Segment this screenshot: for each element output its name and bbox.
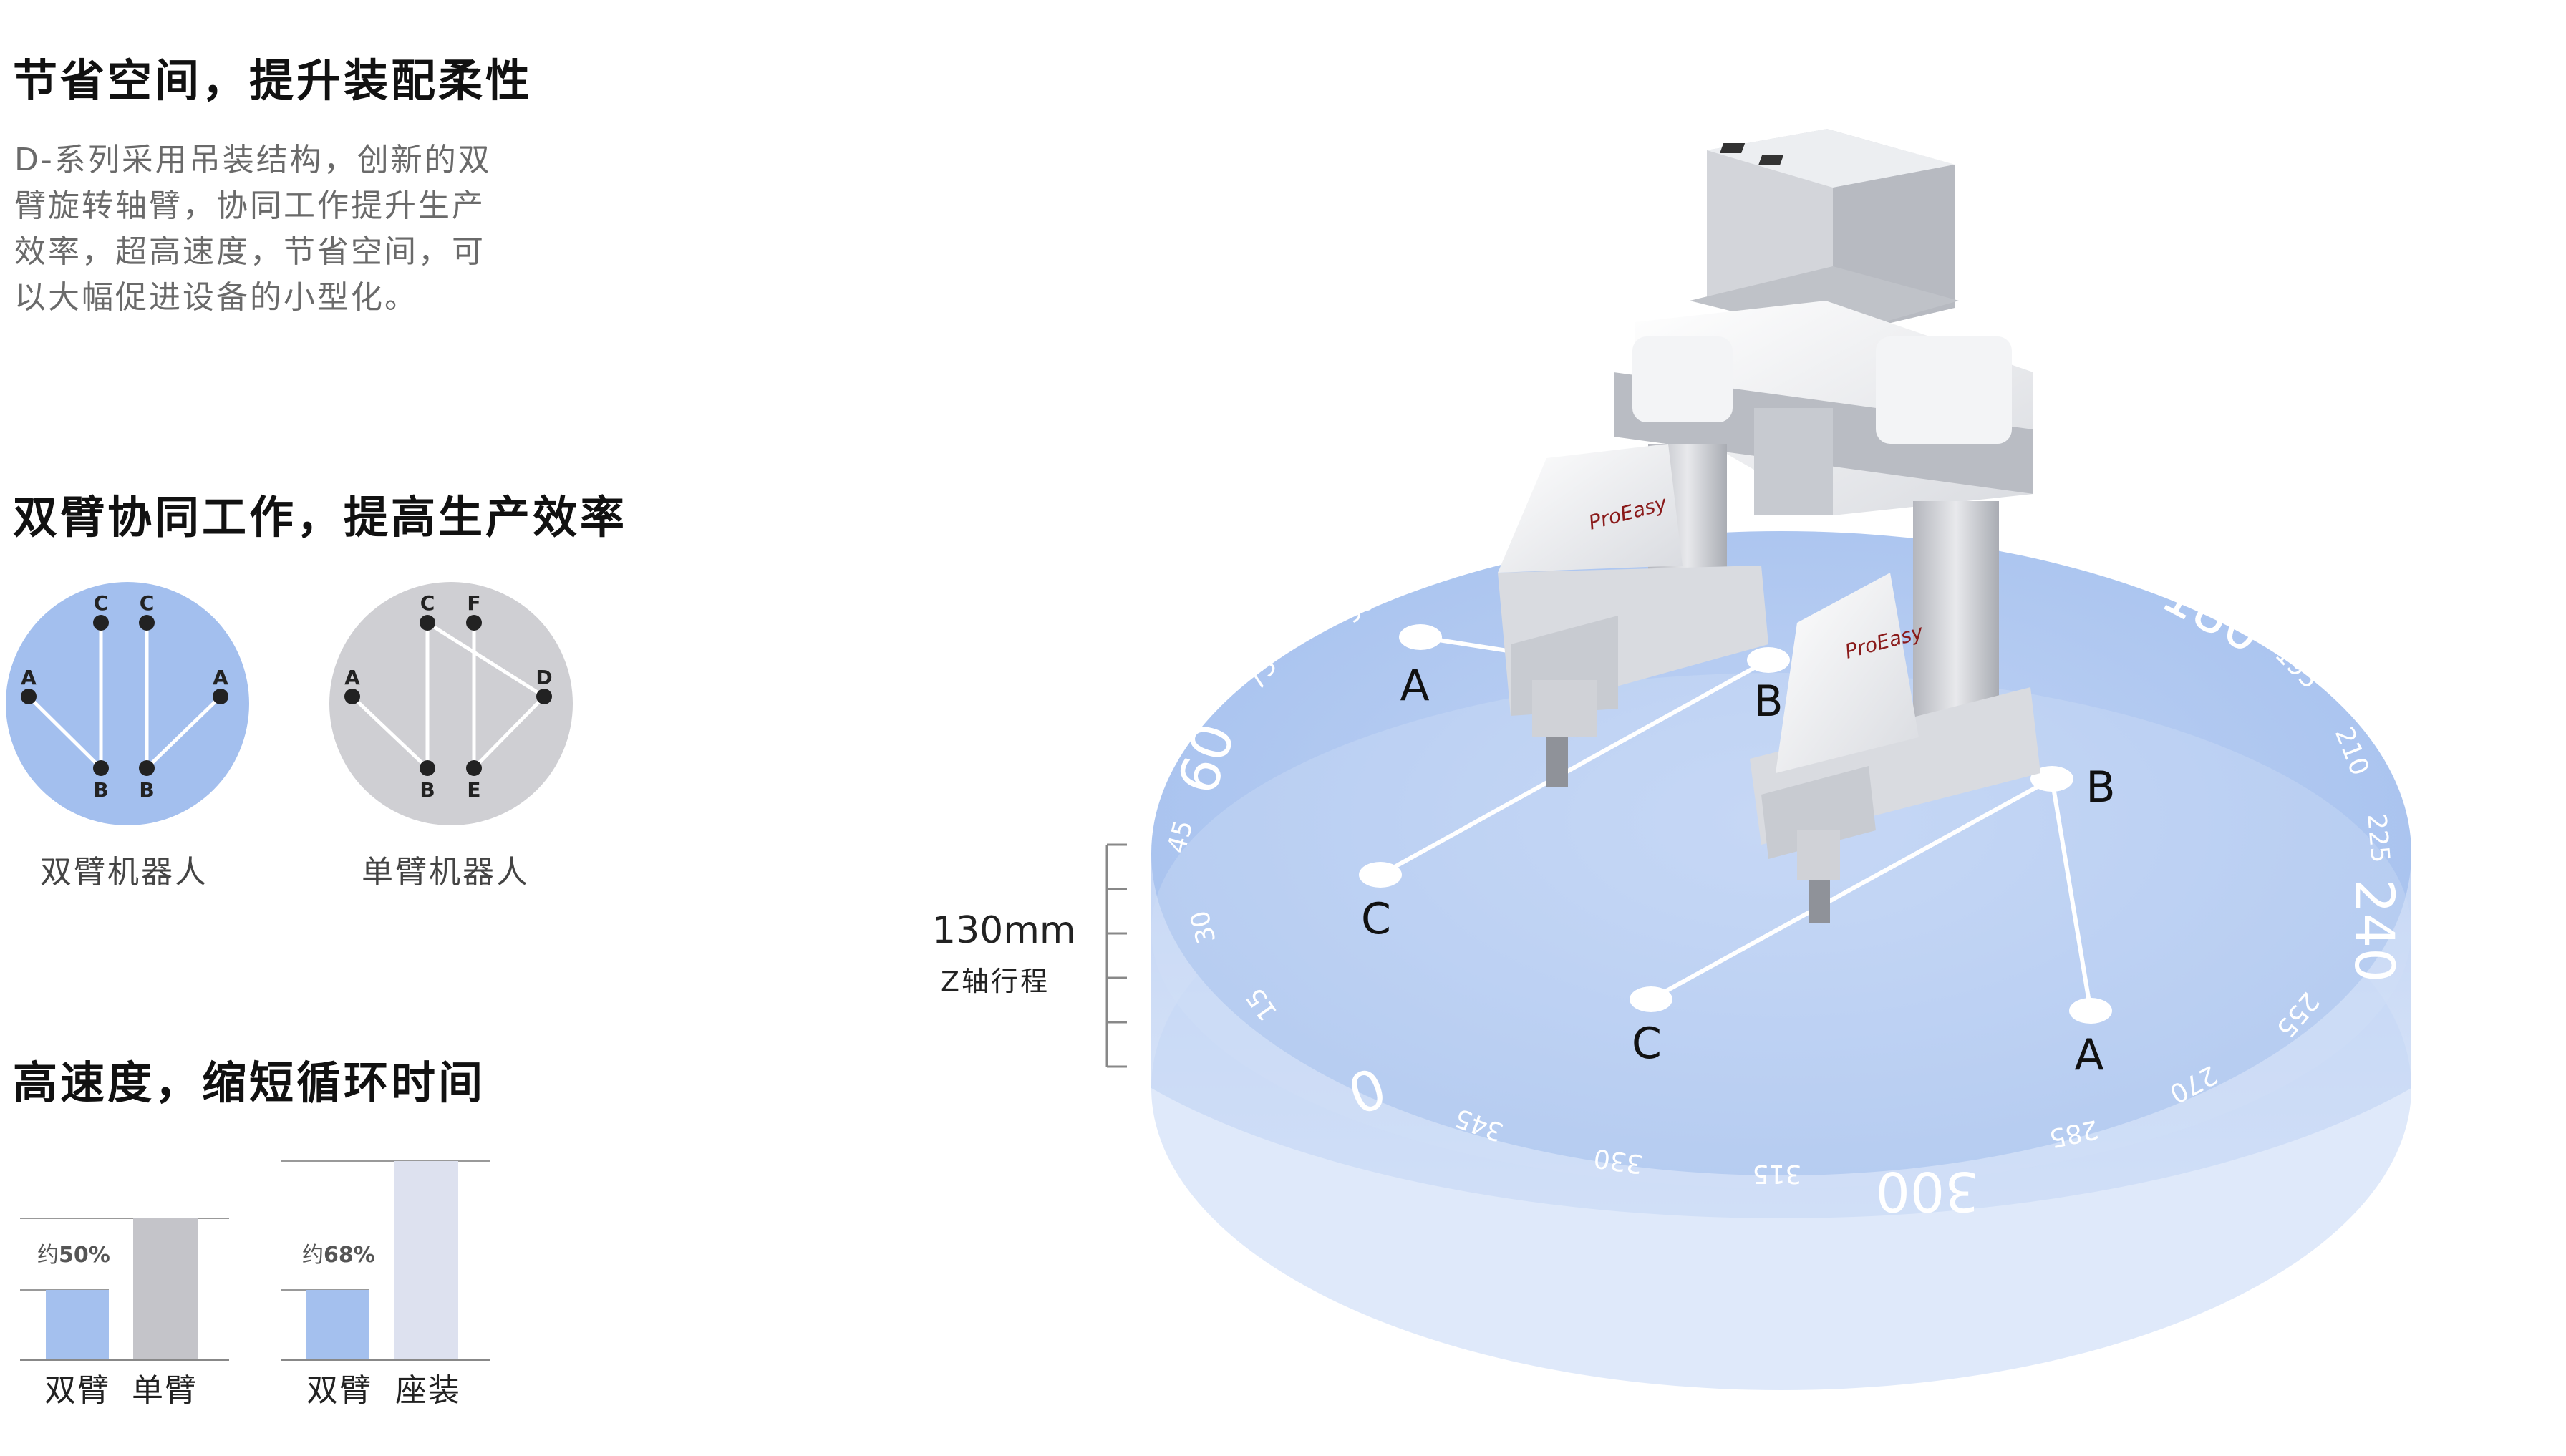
section-title-dual-arm: 双臂协同工作，提高生产效率 bbox=[13, 491, 628, 543]
point-label: B bbox=[2086, 762, 2115, 812]
point-label: A bbox=[2074, 1030, 2103, 1080]
bar-mounted bbox=[394, 1161, 458, 1360]
single-arm-diagram: C F A D B E bbox=[329, 582, 573, 825]
bar-dual bbox=[46, 1290, 109, 1360]
point-label: A bbox=[213, 666, 228, 689]
percent-label-68: 约68% bbox=[302, 1243, 375, 1268]
point-label: D bbox=[536, 666, 552, 689]
point-label: E bbox=[467, 778, 480, 802]
single-arm-circle bbox=[329, 582, 573, 825]
z-axis-ruler bbox=[1105, 843, 1127, 1068]
point-label: A bbox=[344, 666, 360, 689]
bar-label: 单臂 bbox=[132, 1372, 198, 1409]
percent-label-50: 约50% bbox=[37, 1243, 110, 1268]
point-label: C bbox=[1361, 894, 1391, 944]
dial-label: 240 bbox=[2343, 878, 2406, 982]
point-label: B bbox=[93, 778, 108, 802]
point-label: B bbox=[139, 778, 154, 802]
trajectory-points bbox=[1359, 624, 2112, 1024]
robot: ProEasy ProEasy bbox=[1498, 129, 2040, 923]
paragraph-line: D-系列采用吊装结构，创新的双 bbox=[14, 142, 492, 178]
bar-label: 双臂 bbox=[306, 1372, 372, 1409]
dial-label: 225 bbox=[2361, 812, 2395, 864]
dial-label: 300 bbox=[1875, 1160, 1979, 1223]
point-label: C bbox=[420, 591, 435, 615]
single-arm-caption: 单臂机器人 bbox=[362, 854, 530, 890]
point-label: C bbox=[1632, 1019, 1662, 1069]
paragraph-line: 以大幅促进设备的小型化。 bbox=[14, 279, 418, 316]
bar-chart-dual-vs-single bbox=[20, 1218, 229, 1361]
z-axis-value: 130mm bbox=[932, 909, 1076, 952]
paragraph-line: 效率，超高速度，节省空间，可 bbox=[14, 233, 485, 270]
bar-dual bbox=[306, 1290, 369, 1360]
section-paragraph-space: D-系列采用吊装结构，创新的双 臂旋转轴臂，协同工作提升生产 效率，超高速度，节… bbox=[14, 137, 492, 321]
paragraph-line: 臂旋转轴臂，协同工作提升生产 bbox=[14, 188, 485, 224]
dial-label: 330 bbox=[1592, 1142, 1645, 1178]
dual-arm-circle bbox=[6, 582, 249, 825]
section-title-speed: 高速度，缩短循环时间 bbox=[13, 1057, 486, 1109]
point-label: A bbox=[21, 666, 37, 689]
point-label: B bbox=[1753, 676, 1783, 727]
section-title-space: 节省空间，提升装配柔性 bbox=[13, 54, 533, 107]
bar-label: 双臂 bbox=[44, 1372, 110, 1409]
point-label: A bbox=[1400, 661, 1429, 711]
bar-single bbox=[133, 1218, 198, 1360]
platform-point-labels: A B C C B A bbox=[1361, 661, 2116, 1080]
rotation-platform bbox=[1151, 531, 2411, 1390]
point-label: B bbox=[420, 778, 435, 802]
dual-arm-caption: 双臂机器人 bbox=[40, 854, 208, 890]
bar-chart-dual-vs-mounted bbox=[281, 1160, 490, 1361]
z-axis-label: Z轴行程 bbox=[941, 966, 1050, 997]
point-label: F bbox=[467, 591, 480, 615]
robot-platform-illustration: 60 180 240 300 0 105 135 165 195 210 225… bbox=[1105, 129, 2411, 1390]
point-label: C bbox=[94, 591, 109, 615]
dual-arm-diagram: C C A A B B bbox=[6, 582, 249, 825]
bar-label: 座装 bbox=[395, 1372, 461, 1409]
dial-label: 315 bbox=[1753, 1159, 1802, 1188]
point-label: C bbox=[140, 591, 155, 615]
